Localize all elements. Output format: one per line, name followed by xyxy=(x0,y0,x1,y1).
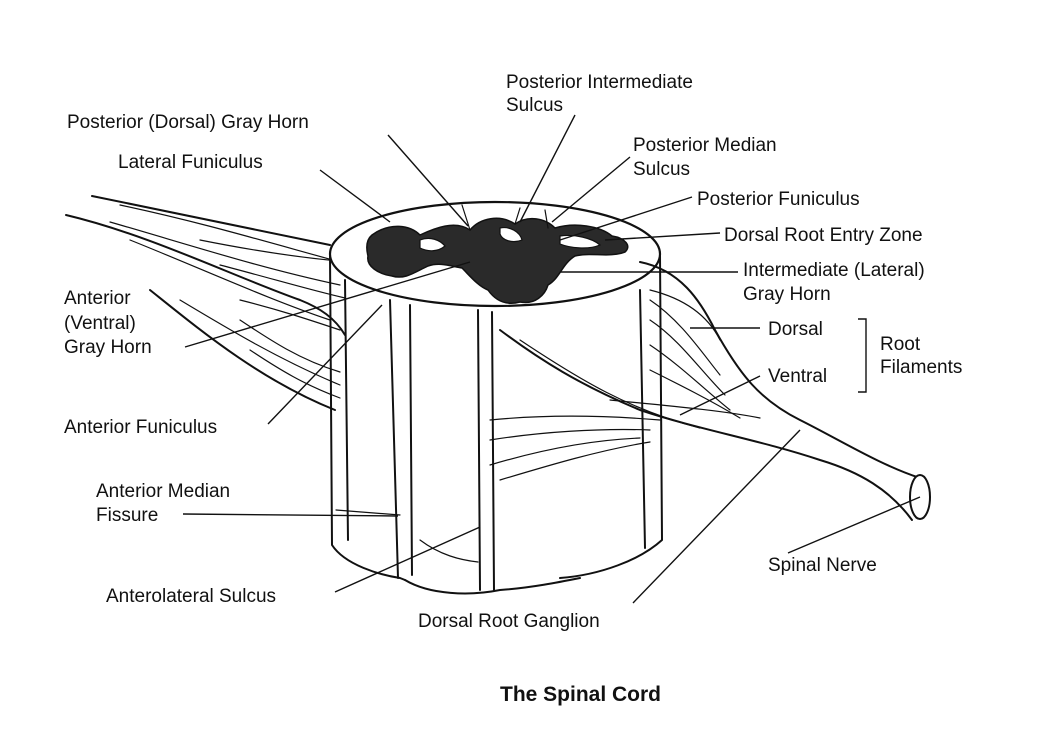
spinal-cord-illustration xyxy=(65,195,931,595)
label-ventral: Ventral xyxy=(768,366,827,387)
labels: Posterior Intermediate Sulcus Posterior … xyxy=(64,72,962,706)
label-posterior-intermediate-sulcus-line2: Sulcus xyxy=(506,95,563,116)
right-root-fibers xyxy=(489,261,931,521)
label-dorsal-root-entry-zone: Dorsal Root Entry Zone xyxy=(724,225,923,246)
label-posterior-gray-horn: Posterior (Dorsal) Gray Horn xyxy=(67,112,309,133)
label-anterior-gray-horn: Anterior xyxy=(64,288,131,309)
label-anterior-median-fissure-line2: Fissure xyxy=(96,505,158,526)
label-anterolateral-sulcus: Anterolateral Sulcus xyxy=(106,586,276,607)
left-root-fibers xyxy=(65,195,351,411)
label-root-filaments-line2: Filaments xyxy=(880,357,962,378)
label-dorsal-root-ganglion: Dorsal Root Ganglion xyxy=(418,611,600,632)
label-dorsal: Dorsal xyxy=(768,319,823,340)
label-lateral-funiculus: Lateral Funiculus xyxy=(118,152,263,173)
label-posterior-funiculus: Posterior Funiculus xyxy=(697,189,860,210)
label-posterior-intermediate-sulcus: Posterior Intermediate xyxy=(506,72,693,93)
label-anterior-gray-horn-line2: (Ventral) xyxy=(64,313,136,334)
leader-lines xyxy=(182,114,921,604)
label-intermediate-gray-horn-line2: Gray Horn xyxy=(743,284,831,305)
label-anterior-gray-horn-line3: Gray Horn xyxy=(64,337,152,358)
figure-title: The Spinal Cord xyxy=(500,683,661,706)
label-posterior-median-sulcus-line2: Sulcus xyxy=(633,159,690,180)
label-spinal-nerve: Spinal Nerve xyxy=(768,555,877,576)
label-anterior-funiculus: Anterior Funiculus xyxy=(64,417,217,438)
label-anterior-median-fissure: Anterior Median xyxy=(96,481,230,502)
label-root-filaments: Root xyxy=(880,334,921,355)
label-intermediate-gray-horn: Intermediate (Lateral) xyxy=(743,260,925,281)
label-posterior-median-sulcus: Posterior Median xyxy=(633,135,777,156)
